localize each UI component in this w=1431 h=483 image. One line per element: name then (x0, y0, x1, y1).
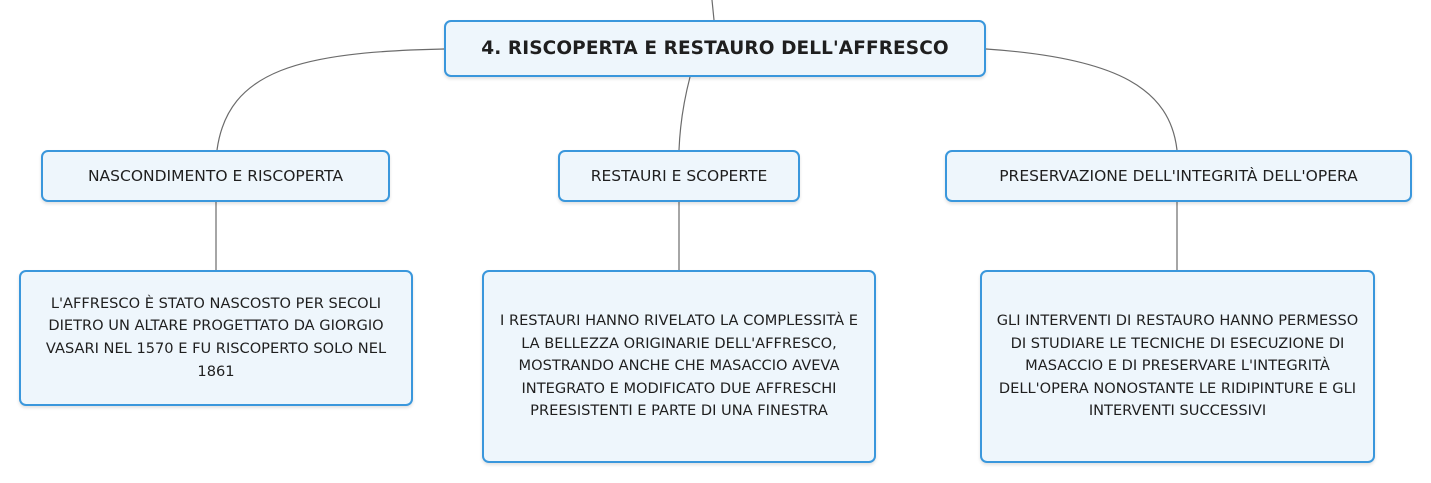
detail-node-text: I RESTAURI HANNO RIVELATO LA COMPLESSITÀ… (500, 312, 858, 420)
detail-node-text: L'AFFRESCO È STATO NASCOSTO PER SECOLI D… (45, 294, 387, 380)
connector-root-to-topic-3 (985, 48, 1178, 151)
detail-node-restauri[interactable]: I RESTAURI HANNO RIVELATO LA COMPLESSITÀ… (482, 270, 876, 463)
root-node-label: 4. RISCOPERTA E RESTAURO DELL'AFFRESCO (481, 38, 949, 59)
root-node[interactable]: 4. RISCOPERTA E RESTAURO DELL'AFFRESCO (444, 20, 986, 77)
connector-root-to-topic-2 (678, 76, 691, 151)
topic-node-label: PRESERVAZIONE DELL'INTEGRITÀ DELL'OPERA (999, 167, 1358, 185)
topic-node-label: RESTAURI E SCOPERTE (590, 167, 768, 185)
connector-parent-to-root (711, 0, 715, 21)
connector-root-to-topic-1 (216, 48, 445, 151)
topic-node-nascondimento[interactable]: NASCONDIMENTO E RISCOPERTA (41, 150, 390, 202)
topic-node-restauri[interactable]: RESTAURI E SCOPERTE (558, 150, 800, 202)
topic-node-preservazione[interactable]: PRESERVAZIONE DELL'INTEGRITÀ DELL'OPERA (945, 150, 1412, 202)
detail-node-nascondimento[interactable]: L'AFFRESCO È STATO NASCOSTO PER SECOLI D… (19, 270, 413, 406)
detail-node-preservazione[interactable]: GLI INTERVENTI DI RESTAURO HANNO PERMESS… (980, 270, 1375, 463)
topic-node-label: NASCONDIMENTO E RISCOPERTA (87, 167, 344, 185)
detail-node-text: GLI INTERVENTI DI RESTAURO HANNO PERMESS… (996, 312, 1359, 420)
